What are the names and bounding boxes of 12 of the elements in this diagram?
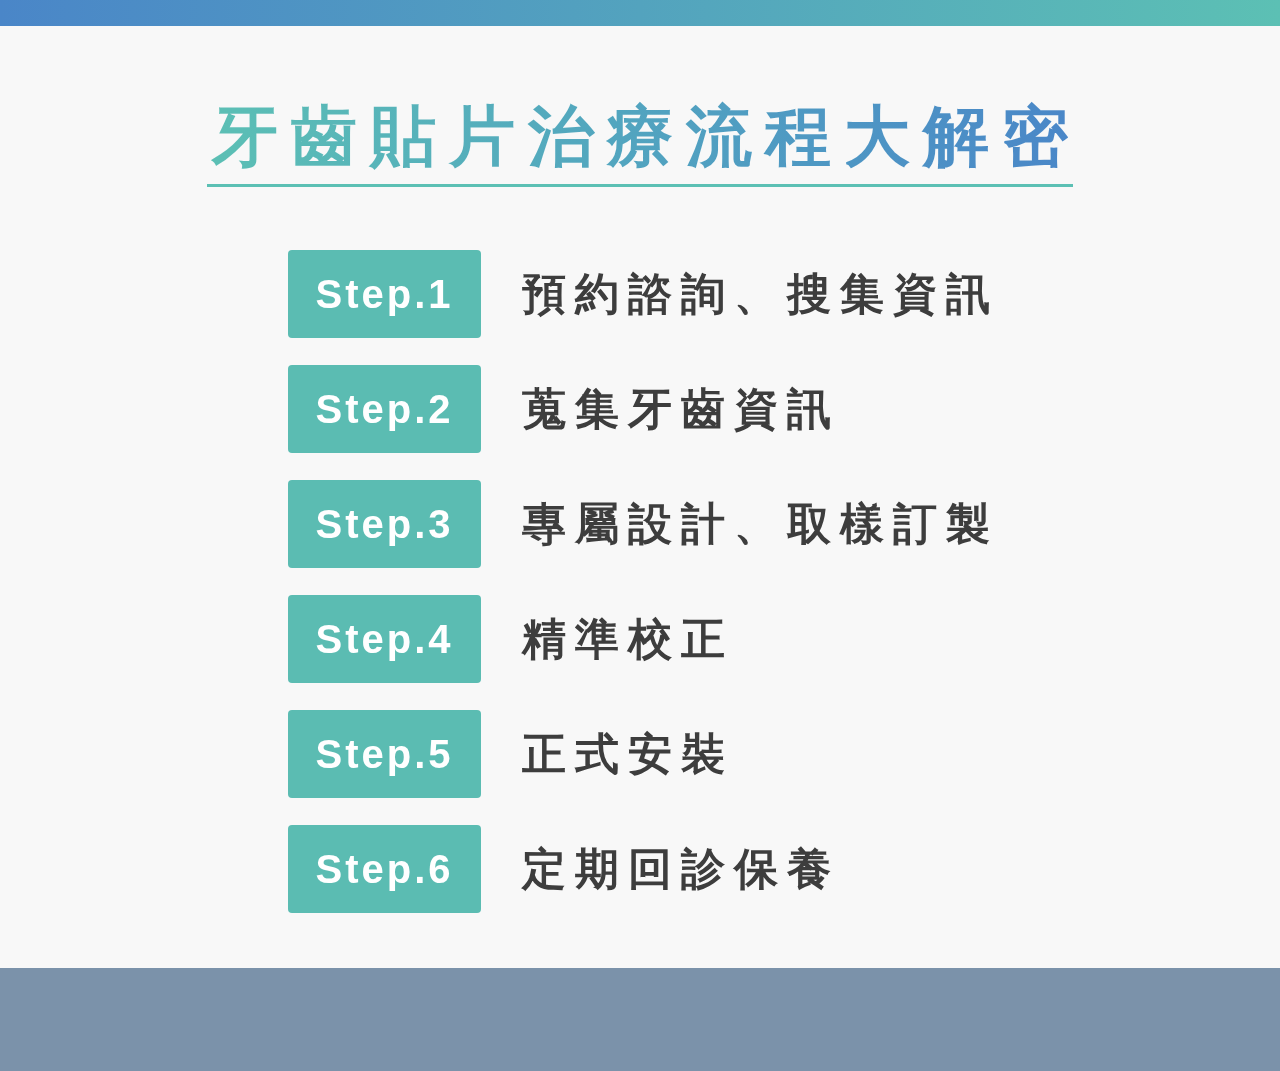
step-tag: Step.3 — [288, 480, 481, 568]
step-description: 精準校正 — [522, 613, 734, 665]
step-tag: Step.6 — [288, 825, 481, 913]
step-description: 預約諮詢、搜集資訊 — [522, 268, 999, 320]
step-description: 專屬設計、取樣訂製 — [522, 498, 999, 550]
step-tag: Step.1 — [288, 250, 481, 338]
step-tag: Step.2 — [288, 365, 481, 453]
step-tag: Step.4 — [288, 595, 481, 683]
step-description: 定期回診保養 — [522, 843, 840, 895]
step-tag: Step.5 — [288, 710, 481, 798]
step-description: 正式安裝 — [522, 728, 734, 780]
step-description: 蒐集牙齒資訊 — [522, 383, 840, 435]
